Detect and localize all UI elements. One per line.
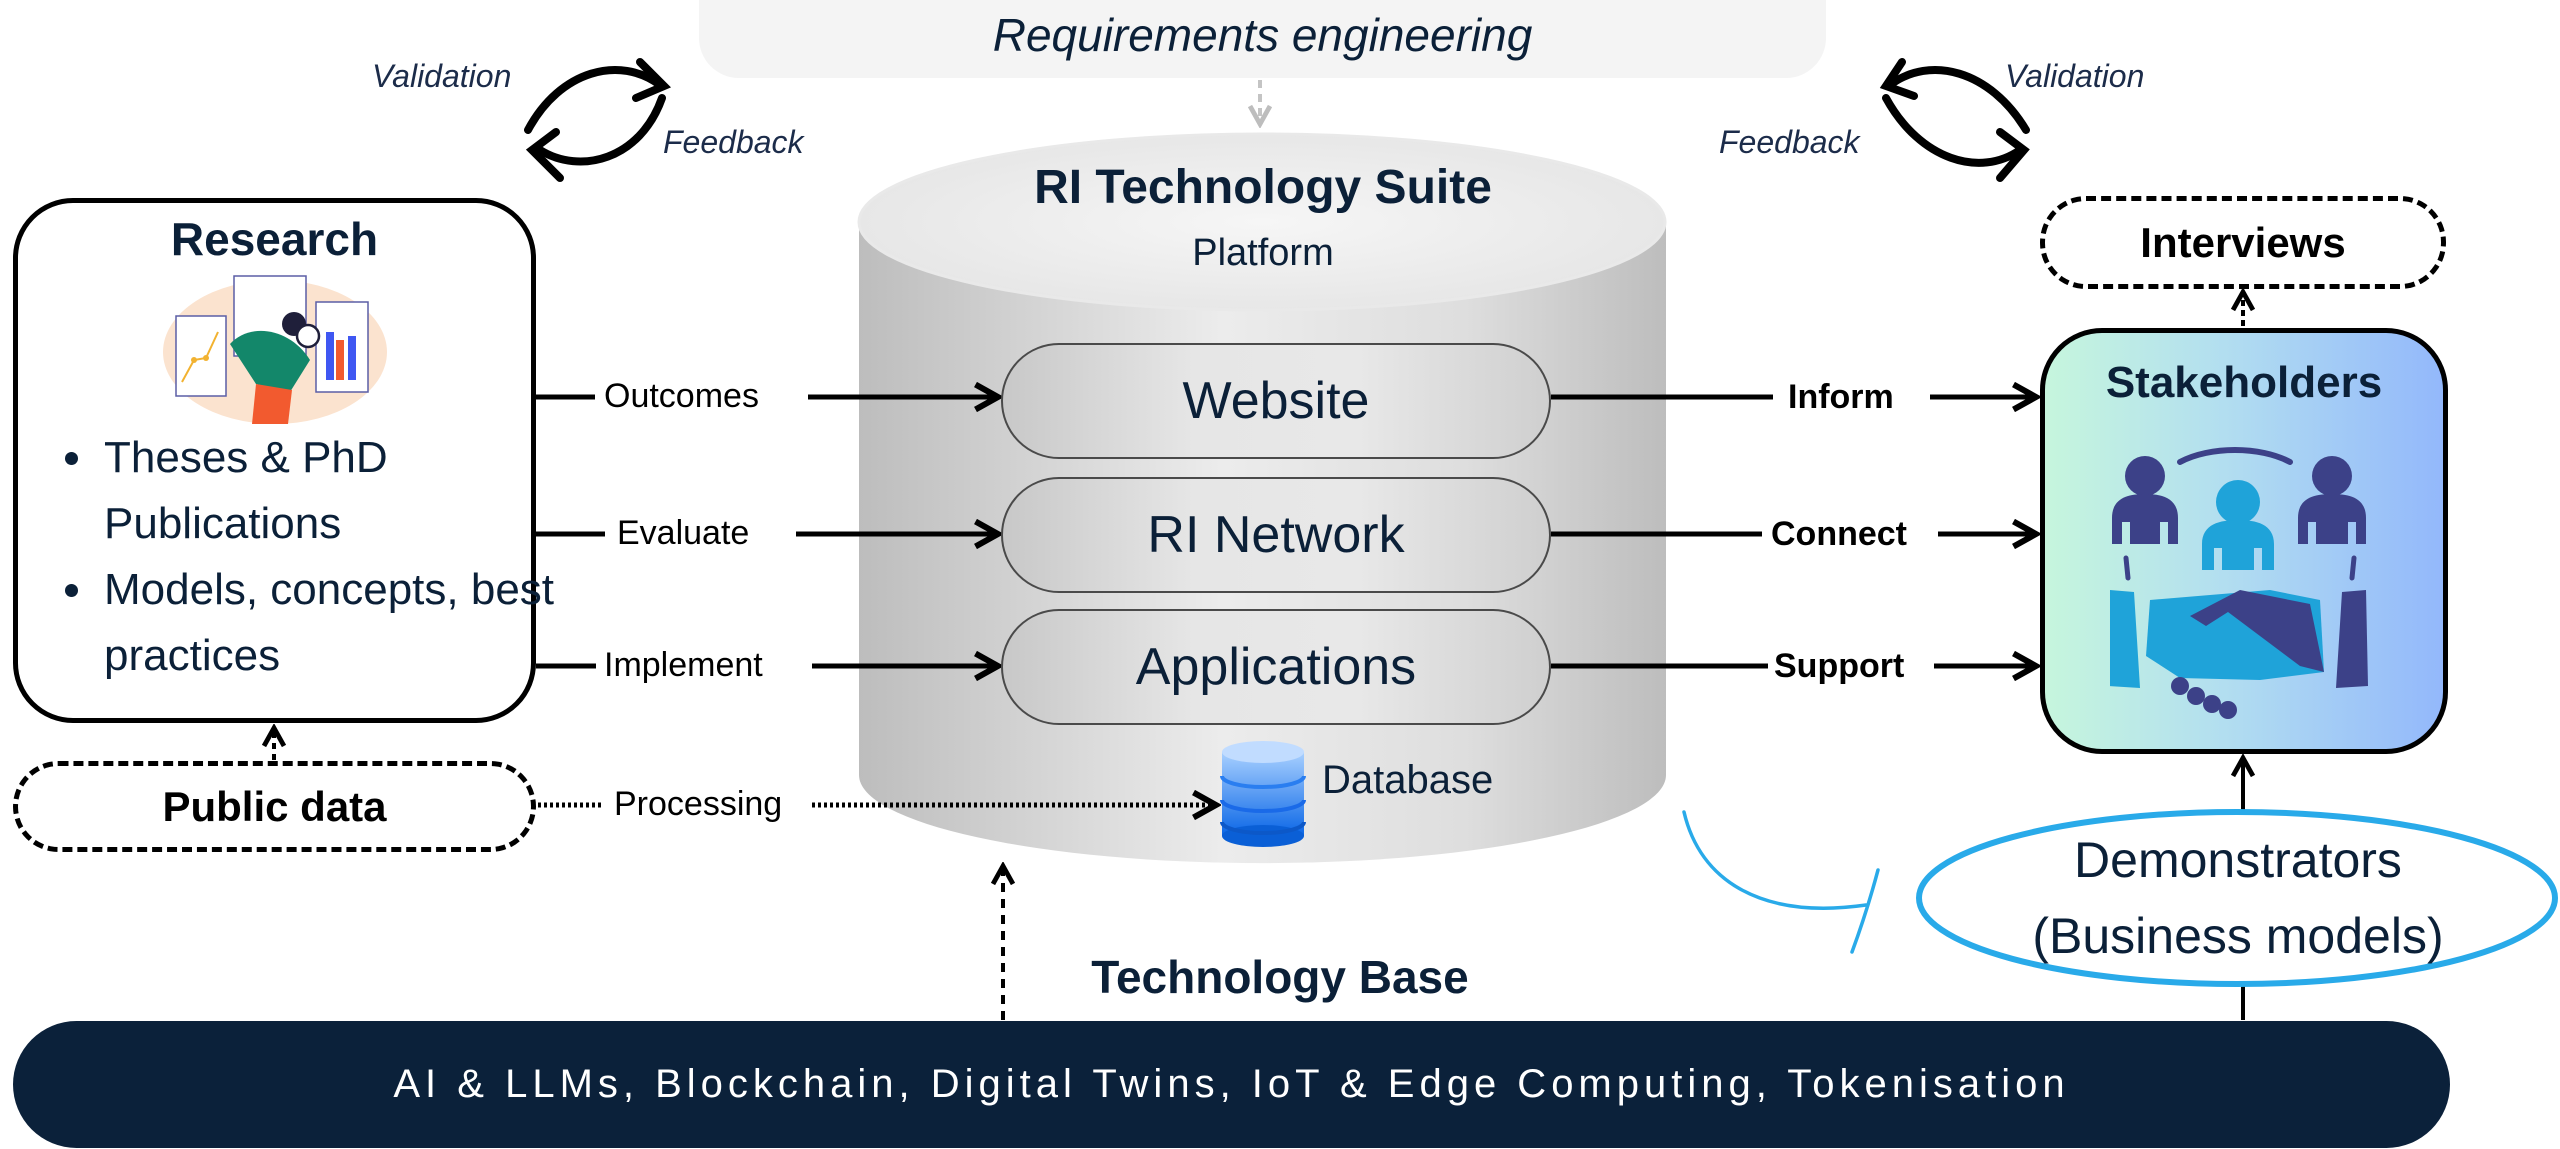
platform-title: RI Technology Suite <box>1034 161 1492 214</box>
processing-label: Processing <box>608 784 789 824</box>
research-title: Research <box>170 213 379 265</box>
research-items-list: Theses & PhD Publications Models, concep… <box>50 425 578 689</box>
research-connectors <box>536 397 998 666</box>
requirements-engineering-pill <box>699 0 1826 78</box>
applications-pill[interactable]: Applications <box>1001 609 1551 725</box>
platform-subtitle: Platform <box>1192 232 1334 274</box>
support-label: Support <box>1768 646 1911 686</box>
ri-network-pill[interactable]: RI Network <box>1001 477 1551 593</box>
technology-base-title: Technology Base <box>1091 951 1469 1003</box>
left-validation-label: Validation <box>372 58 512 94</box>
connect-label: Connect <box>1765 514 1913 554</box>
platform-to-demonstrators-arrow <box>1682 810 1880 954</box>
technology-base-bar: AI & LLMs, Blockchain, Digital Twins, Io… <box>13 1021 2450 1148</box>
left-feedback-label: Feedback <box>663 124 804 160</box>
inform-label: Inform <box>1782 377 1900 417</box>
researcher-illustration-icon <box>163 275 387 424</box>
demonstrators-line-1: Demonstrators <box>2074 832 2402 888</box>
evaluate-label: Evaluate <box>611 513 756 553</box>
website-pill[interactable]: Website <box>1001 343 1551 459</box>
research-item: Theses & PhD Publications <box>98 425 578 557</box>
left-validation-feedback-loop-icon <box>524 58 672 182</box>
research-item: Models, concepts, best practices <box>98 557 578 689</box>
database-label: Database <box>1322 758 1494 802</box>
people-handshake-icon <box>2110 447 2368 719</box>
right-feedback-label: Feedback <box>1719 124 1860 160</box>
outcomes-label: Outcomes <box>598 376 765 416</box>
technology-base-items: AI & LLMs, Blockchain, Digital Twins, Io… <box>393 1062 2070 1106</box>
requirements-engineering-label: Requirements engineering <box>992 9 1533 61</box>
demonstrators-line-2: (Business models) <box>2032 908 2444 964</box>
public-data-box: Public data <box>13 761 536 852</box>
right-validation-label: Validation <box>2005 58 2145 94</box>
demonstrators-label: Demonstrators (Business models) <box>1920 822 2556 974</box>
database-icon <box>1220 741 1306 847</box>
interviews-box: Interviews <box>2040 196 2446 289</box>
stakeholders-title: Stakeholders <box>2105 358 2383 407</box>
implement-label: Implement <box>598 645 769 685</box>
